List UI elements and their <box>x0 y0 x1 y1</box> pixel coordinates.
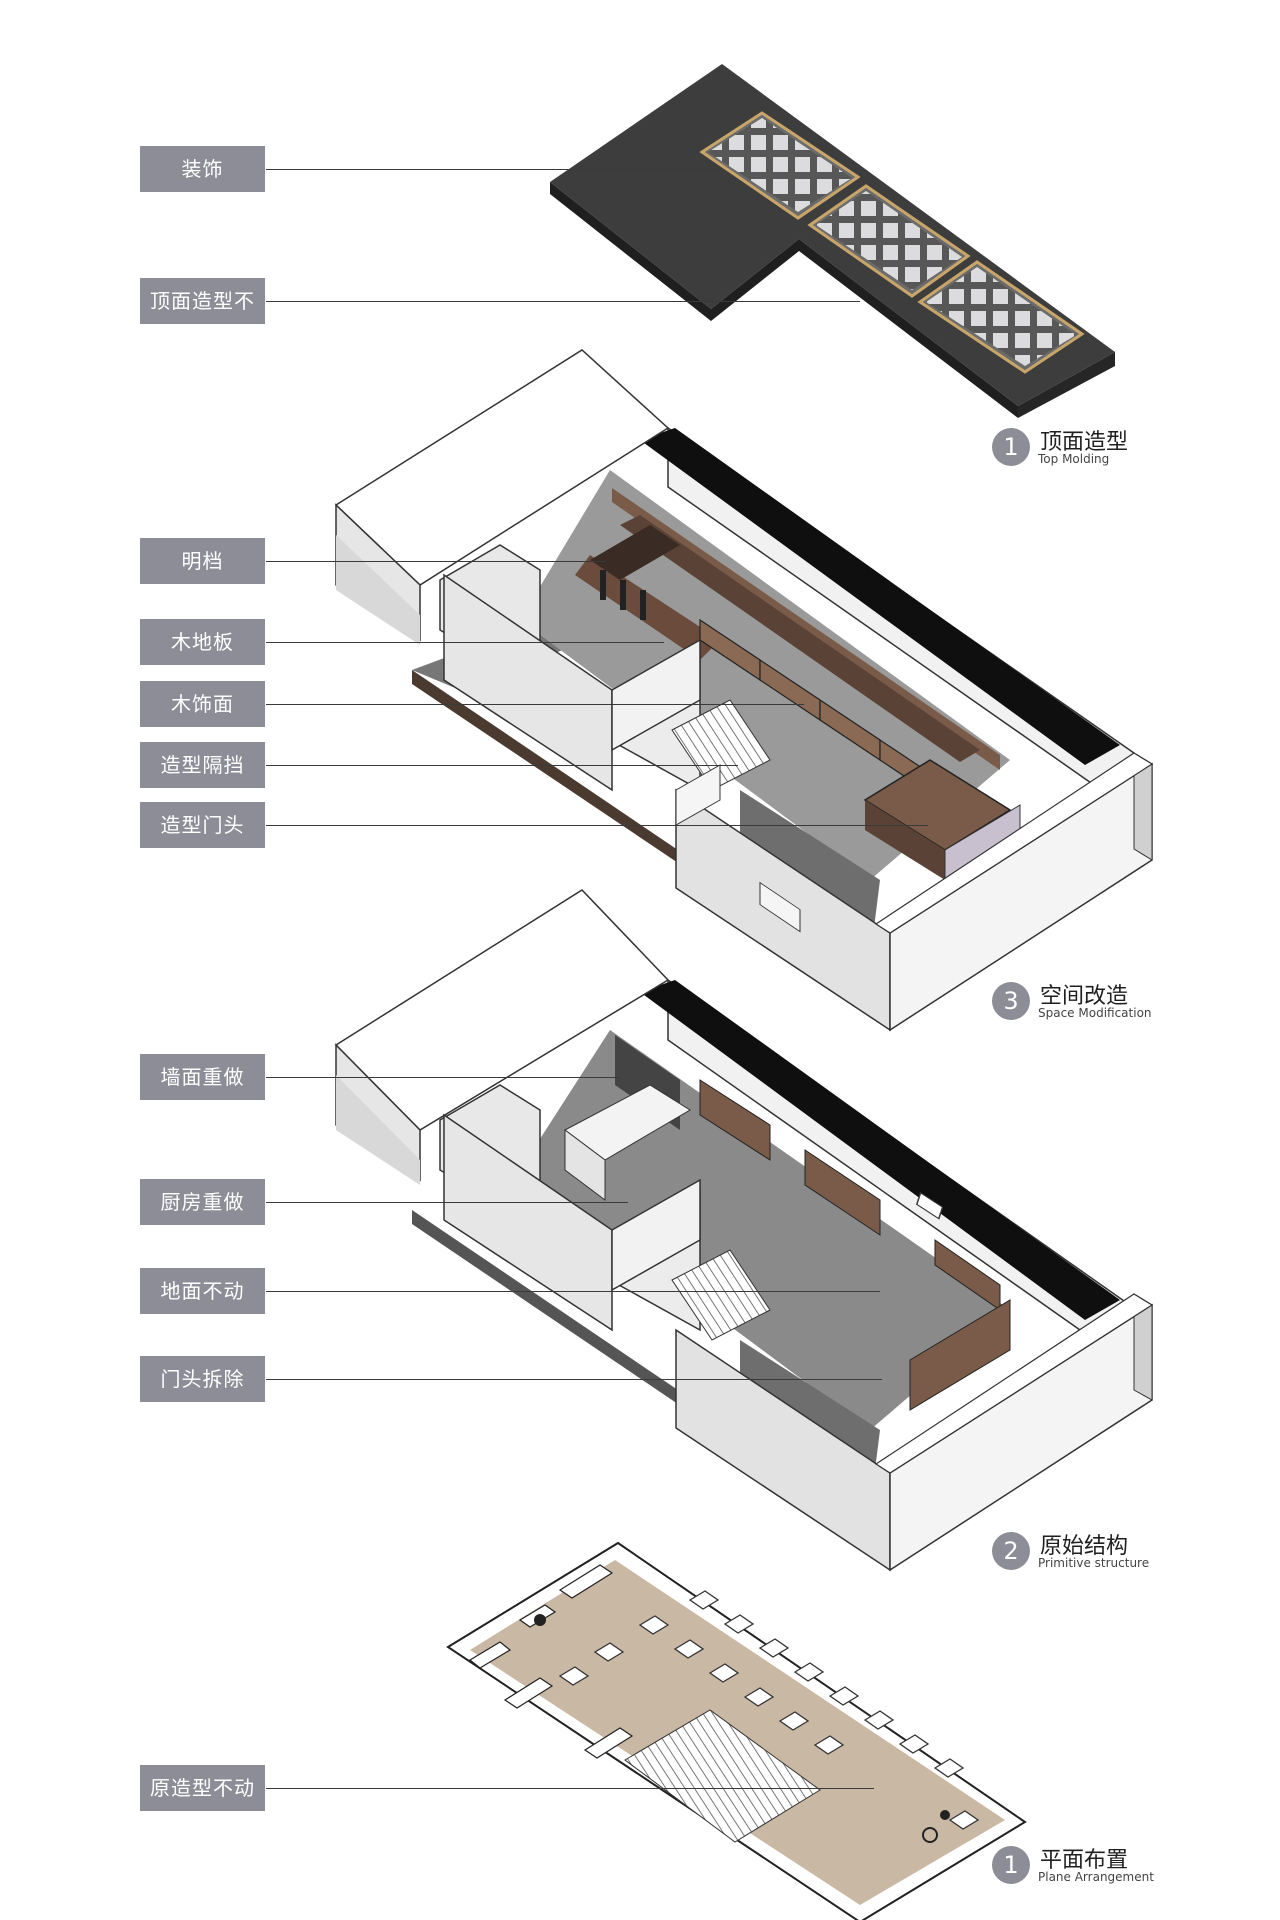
floor-plan <box>446 1191 1027 1920</box>
staircase <box>624 1709 821 1843</box>
ceiling-tile-panel <box>699 111 861 220</box>
caption-title: 顶面造型 <box>1040 430 1129 455</box>
primitive-structure-model <box>334 889 1154 1572</box>
label-feature-entrance: 造型门头 <box>140 802 265 848</box>
label-decoration: 装饰 <box>140 146 265 192</box>
caption-title: 原始结构 <box>1040 1534 1129 1559</box>
dining-tables <box>558 1590 980 1830</box>
leader-line <box>266 169 722 170</box>
label-wall-redo: 墙面重做 <box>140 1054 265 1100</box>
leader-line <box>266 765 738 766</box>
staircase <box>671 1249 771 1341</box>
label-wood-floor: 木地板 <box>140 619 265 665</box>
caption-subtitle: Top Molding <box>1038 452 1110 466</box>
caption-number: 3 <box>992 982 1030 1020</box>
label-floor-unchanged: 地面不动 <box>140 1268 265 1314</box>
caption-subtitle: Space Modification <box>1038 1006 1152 1020</box>
leader-line <box>266 825 928 826</box>
space-modification-model <box>334 349 1154 1032</box>
label-kitchen-redo: 厨房重做 <box>140 1179 265 1225</box>
label-original-unchanged: 原造型不动 <box>140 1765 265 1811</box>
leader-line <box>266 642 664 643</box>
label-open-kitchen: 明档 <box>140 538 265 584</box>
leader-line <box>266 561 606 562</box>
caption-number: 1 <box>992 1846 1030 1884</box>
leader-line <box>266 1202 628 1203</box>
label-entrance-removed: 门头拆除 <box>140 1356 265 1402</box>
caption-subtitle: Primitive structure <box>1038 1556 1150 1570</box>
staircase <box>671 699 771 791</box>
leader-line <box>266 1077 620 1078</box>
kitchen-fixtures <box>468 1564 634 1759</box>
caption-number: 2 <box>992 1532 1030 1570</box>
label-wood-veneer: 木饰面 <box>140 681 265 727</box>
leader-line <box>266 1291 880 1292</box>
caption-title: 空间改造 <box>1040 984 1129 1009</box>
ceiling-slab <box>550 64 1115 418</box>
label-feature-partition: 造型隔挡 <box>140 742 265 788</box>
ceiling-tile-panel <box>917 260 1085 374</box>
ceiling-tile-panel <box>807 184 971 298</box>
leader-line <box>266 1379 882 1380</box>
caption-subtitle: Plane Arrangement <box>1038 1870 1154 1884</box>
leader-line <box>266 704 804 705</box>
leader-line <box>266 1788 874 1789</box>
caption-number: 1 <box>992 428 1030 466</box>
leader-line <box>266 301 860 302</box>
kitchen-counter <box>590 525 680 620</box>
label-ceiling-unchanged: 顶面造型不动 <box>140 278 265 359</box>
caption-title: 平面布置 <box>1040 1848 1129 1873</box>
